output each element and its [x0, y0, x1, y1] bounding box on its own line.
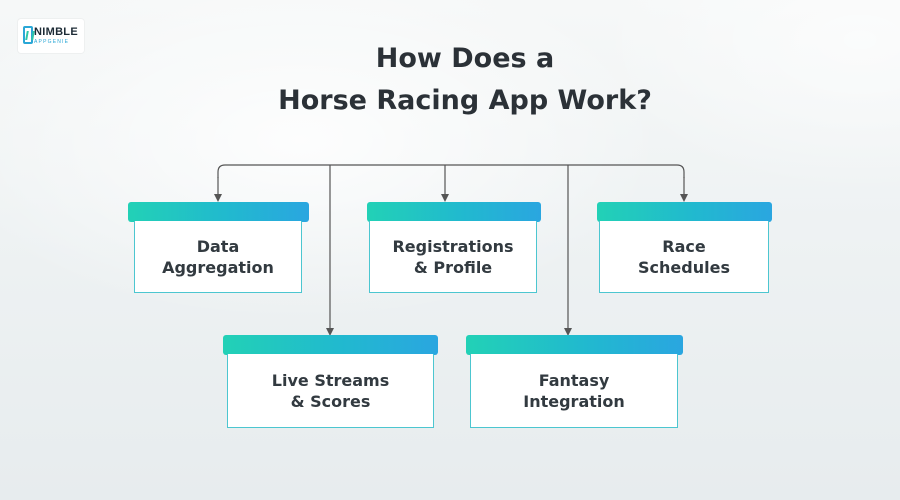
node-label: Race Schedules	[638, 236, 730, 277]
node-card: Data Aggregation	[134, 221, 302, 293]
node-race-schedules[interactable]: Race Schedules	[597, 202, 772, 293]
node-fantasy-integration[interactable]: Fantasy Integration	[466, 335, 683, 428]
page-title: How Does a Horse Racing App Work?	[0, 38, 900, 122]
logo-wordmark: NIMBLE	[34, 26, 78, 38]
node-header-bar	[223, 335, 438, 355]
logo-tagline: APPGENIE	[34, 39, 70, 45]
node-registrations-profile[interactable]: Registrations & Profile	[367, 202, 541, 293]
node-header-bar	[128, 202, 309, 222]
node-header-bar	[597, 202, 772, 222]
node-header-bar	[466, 335, 683, 355]
node-card: Fantasy Integration	[470, 354, 678, 428]
node-live-streams-scores[interactable]: Live Streams & Scores	[223, 335, 438, 428]
nimble-appgenie-logo[interactable]: NIMBLE APPGENIE	[18, 19, 84, 53]
node-label: Fantasy Integration	[523, 370, 625, 411]
node-header-bar	[367, 202, 541, 222]
node-label: Live Streams & Scores	[271, 370, 390, 411]
logo-mark-icon	[23, 26, 33, 44]
title-line-1: How Does a	[375, 43, 555, 74]
node-label: Data Aggregation	[162, 236, 274, 277]
node-label: Registrations & Profile	[392, 236, 514, 277]
title-line-2: Horse Racing App Work?	[278, 85, 652, 116]
node-card: Registrations & Profile	[369, 221, 537, 293]
node-card: Race Schedules	[599, 221, 769, 293]
connector-trunk	[217, 164, 685, 178]
node-card: Live Streams & Scores	[227, 354, 434, 428]
node-data-aggregation[interactable]: Data Aggregation	[128, 202, 309, 293]
